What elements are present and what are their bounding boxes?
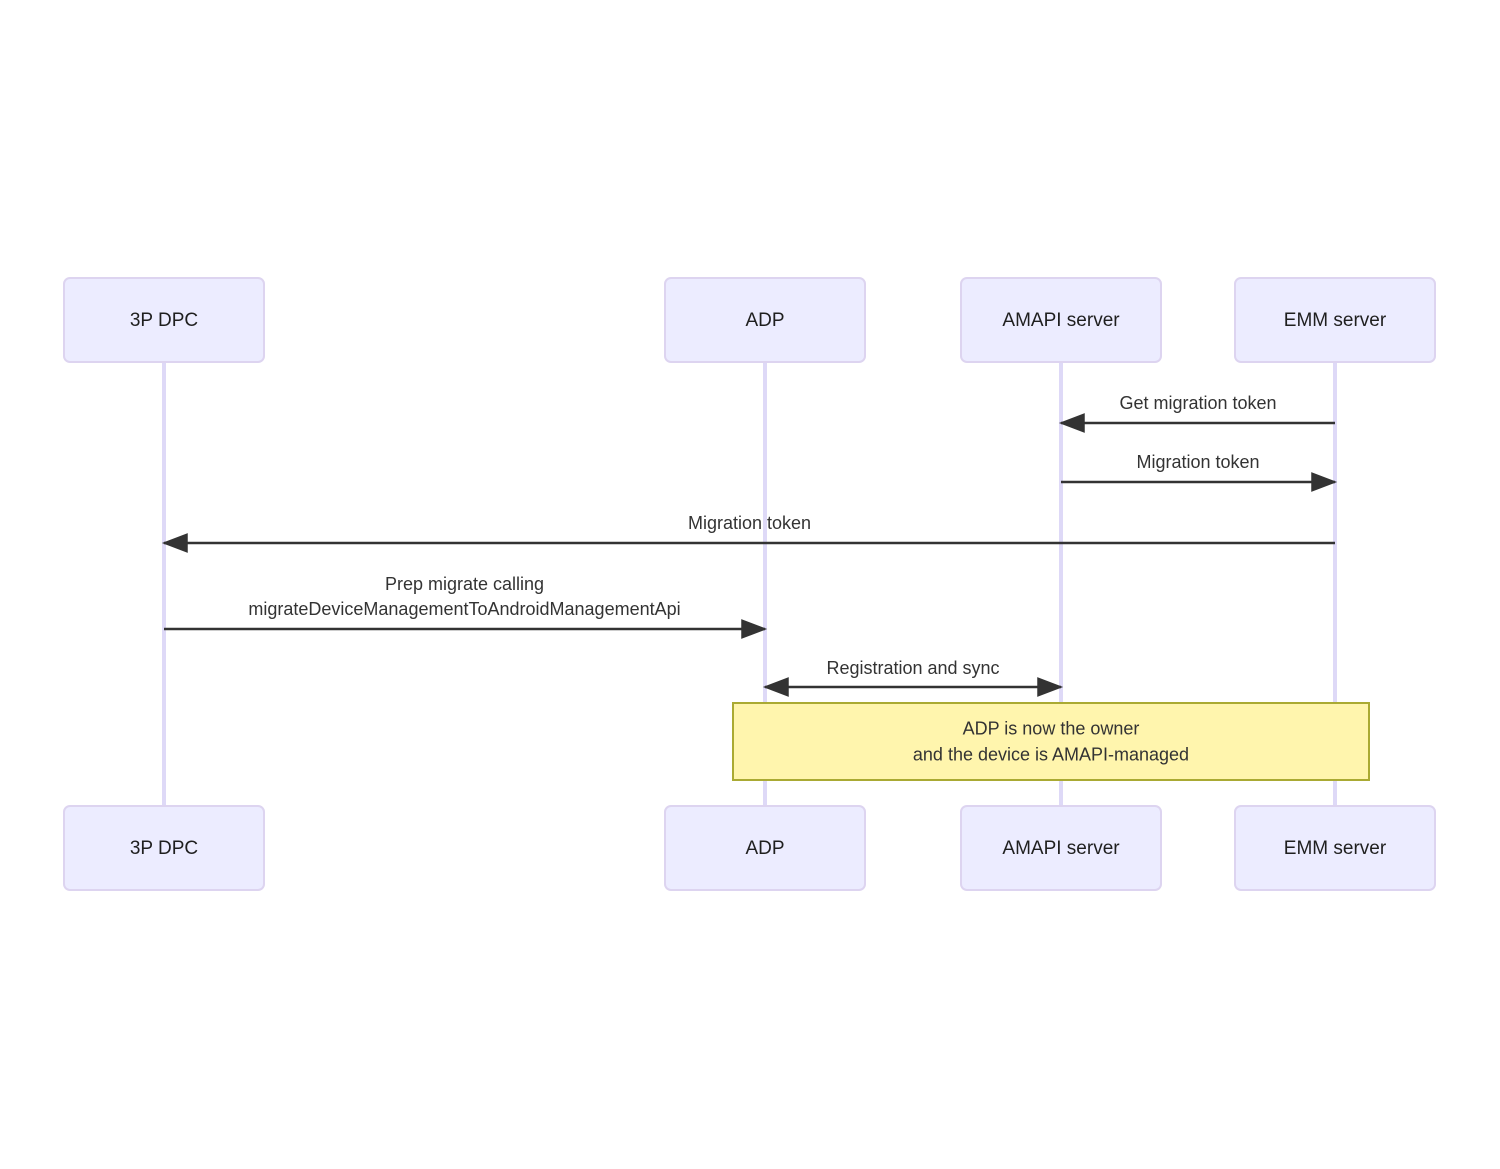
- participant-box[interactable]: [960, 805, 1162, 891]
- message-label: Get migration token: [1119, 393, 1276, 413]
- note-text-line: ADP is now the owner: [963, 719, 1140, 739]
- participant-box[interactable]: [63, 805, 265, 891]
- participant-box[interactable]: [1234, 277, 1436, 363]
- participant-label: EMM server: [1284, 310, 1387, 331]
- participant-dpc-bottom[interactable]: 3P DPC: [63, 805, 265, 891]
- participant-amapi-bottom[interactable]: AMAPI server: [960, 805, 1162, 891]
- message-m1[interactable]: Get migration token: [1058, 393, 1335, 433]
- participant-label: EMM server: [1284, 838, 1387, 859]
- participant-adp-bottom[interactable]: ADP: [664, 805, 866, 891]
- message-label: Migration token: [688, 513, 811, 533]
- notes-layer: ADP is now the owner and the device is AM…: [732, 702, 1370, 781]
- participant-label: 3P DPC: [130, 310, 198, 331]
- participant-label: AMAPI server: [1002, 838, 1120, 859]
- participant-amapi-top[interactable]: AMAPI server: [960, 277, 1162, 363]
- note-n1: ADP is now the owner and the device is AM…: [732, 702, 1370, 781]
- participant-label: ADP: [745, 838, 784, 859]
- message-label: migrateDeviceManagementToAndroidManageme…: [248, 599, 680, 619]
- participant-dpc-top[interactable]: 3P DPC: [63, 277, 265, 363]
- message-m5[interactable]: Registration and sync: [762, 658, 1064, 697]
- message-label: Migration token: [1136, 452, 1259, 472]
- participant-label: AMAPI server: [1002, 310, 1120, 331]
- message-m2[interactable]: Migration token: [1061, 452, 1338, 492]
- message-m4[interactable]: Prep migrate calling migrateDeviceManagem…: [164, 574, 768, 639]
- message-m3[interactable]: Migration token: [161, 513, 1335, 553]
- participant-label: ADP: [745, 310, 784, 331]
- participant-box[interactable]: [1234, 805, 1436, 891]
- participant-box[interactable]: [664, 805, 866, 891]
- participant-box[interactable]: [664, 277, 866, 363]
- note-text-line: and the device is AMAPI-managed: [913, 745, 1189, 765]
- participant-box[interactable]: [960, 277, 1162, 363]
- participant-emm-bottom[interactable]: EMM server: [1234, 805, 1436, 891]
- participant-emm-top[interactable]: EMM server: [1234, 277, 1436, 363]
- message-label: Prep migrate calling: [385, 574, 544, 594]
- message-label: Registration and sync: [826, 658, 999, 678]
- participant-box[interactable]: [63, 277, 265, 363]
- participant-adp-top[interactable]: ADP: [664, 277, 866, 363]
- note-box: [732, 702, 1370, 781]
- participant-label: 3P DPC: [130, 838, 198, 859]
